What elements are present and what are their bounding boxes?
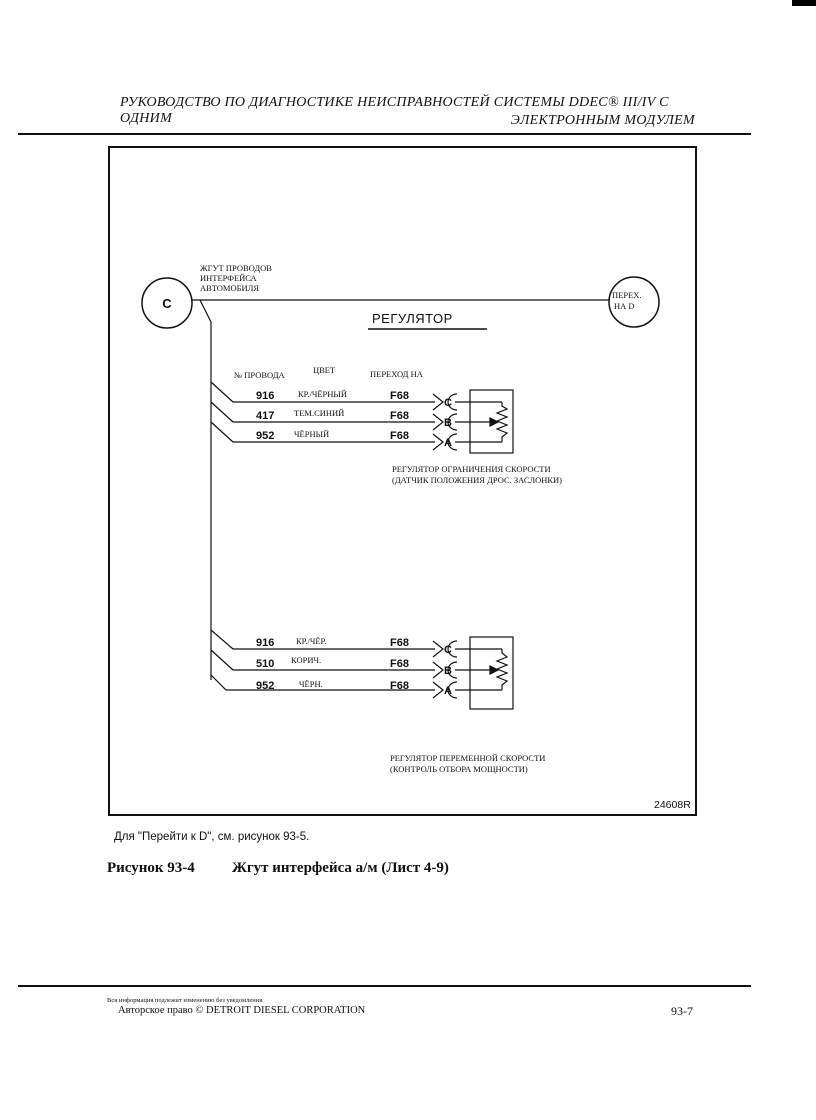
g1-wire3-goto: F68	[390, 430, 409, 442]
g2-wire2-color: КОРИЧ.	[291, 655, 321, 665]
g1-potentiometer	[455, 389, 514, 454]
g1-label-line1: РЕГУЛЯТОР ОГРАНИЧЕНИЯ СКОРОСТИ	[392, 464, 551, 474]
g1-wire1-num: 916	[256, 390, 274, 402]
group2-wires	[210, 629, 435, 691]
goto-d-line1: ПЕРЕХ.	[612, 290, 642, 300]
g2-label-line2: (КОНТРОЛЬ ОТБОРА МОЩНОСТИ)	[390, 764, 528, 774]
footer-rule	[18, 985, 751, 987]
connector-c-label: C	[162, 296, 172, 311]
g2-wire1-goto: F68	[390, 637, 409, 649]
g2-wire3-num: 952	[256, 680, 274, 692]
goto-d-line2: НА D	[614, 301, 635, 311]
section-title: РЕГУЛЯТОР	[372, 311, 453, 326]
header-rule	[18, 133, 751, 135]
g2-connector-chevrons	[432, 640, 458, 699]
harness-label-line2: ИНТЕРФЕЙСА	[200, 273, 258, 283]
g1-wire2-color: ТЕМ.СИНИЙ	[294, 408, 344, 418]
col-goto-header: ПЕРЕХОД НА	[370, 369, 424, 379]
g2-wire1-color: КР./ЧЁР.	[296, 636, 326, 646]
g1-pin-a: A	[444, 437, 452, 449]
g2-wire3-color: ЧЁРН.	[299, 679, 323, 689]
g1-wire1-goto: F68	[390, 390, 409, 402]
g2-wire2-num: 510	[256, 658, 274, 670]
figure-title: Жгут интерфейса а/м (Лист 4-9)	[232, 860, 449, 876]
connector-d-circle	[608, 276, 660, 328]
goto-d-note: Для "Перейти к D", см. рисунок 93-5.	[114, 831, 310, 843]
footer-notice: Вся информация подлежит изменению без ув…	[107, 997, 264, 1004]
header-title-line1: РУКОВОДСТВО ПО ДИАГНОСТИКЕ НЕИСПРАВНОСТЕ…	[120, 95, 669, 126]
vertical-bus	[199, 299, 212, 680]
col-color-header: ЦВЕТ	[313, 365, 336, 375]
harness-label-line3: АВТОМОБИЛЯ	[200, 283, 259, 293]
g2-pin-c: C	[444, 644, 452, 656]
g1-wire2-num: 417	[256, 410, 274, 422]
g2-wire2-goto: F68	[390, 658, 409, 670]
g1-wire2-goto: F68	[390, 410, 409, 422]
footer-copyright: Авторское право © DETROIT DIESEL CORPORA…	[118, 1005, 366, 1016]
g2-pin-a: A	[444, 685, 452, 697]
scan-corner-mark	[792, 0, 816, 6]
header-title-line2: ЭЛЕКТРОННЫМ МОДУЛЕМ	[510, 113, 695, 128]
g1-wire1-color: КР./ЧЁРНЫЙ	[298, 389, 347, 399]
g2-pin-b: B	[444, 665, 452, 677]
g2-wire3-goto: F68	[390, 680, 409, 692]
page-number: 93-7	[671, 1004, 693, 1018]
g1-wire3-num: 952	[256, 430, 274, 442]
g2-wire1-num: 916	[256, 637, 274, 649]
g2-label-line1: РЕГУЛЯТОР ПЕРЕМЕННОЙ СКОРОСТИ	[390, 753, 545, 763]
group1-wires	[210, 381, 435, 443]
g1-pin-b: B	[444, 417, 452, 429]
g1-wire3-color: ЧЁРНЫЙ	[294, 429, 329, 439]
connector-c-circle	[141, 277, 193, 329]
harness-label-line1: ЖГУТ ПРОВОДОВ	[200, 263, 272, 273]
figure-number: Рисунок 93-4	[107, 860, 195, 876]
col-wire-header: № ПРОВОДА	[234, 370, 286, 380]
figure-code: 24608R	[654, 799, 691, 811]
g2-potentiometer	[455, 636, 514, 710]
g1-label-line2: (ДАТЧИК ПОЛОЖЕНИЯ ДРОС. ЗАСЛОНКИ)	[392, 475, 562, 485]
g1-pin-c: C	[444, 397, 452, 409]
g1-connector-chevrons	[432, 393, 458, 451]
diagram-frame	[108, 146, 697, 816]
